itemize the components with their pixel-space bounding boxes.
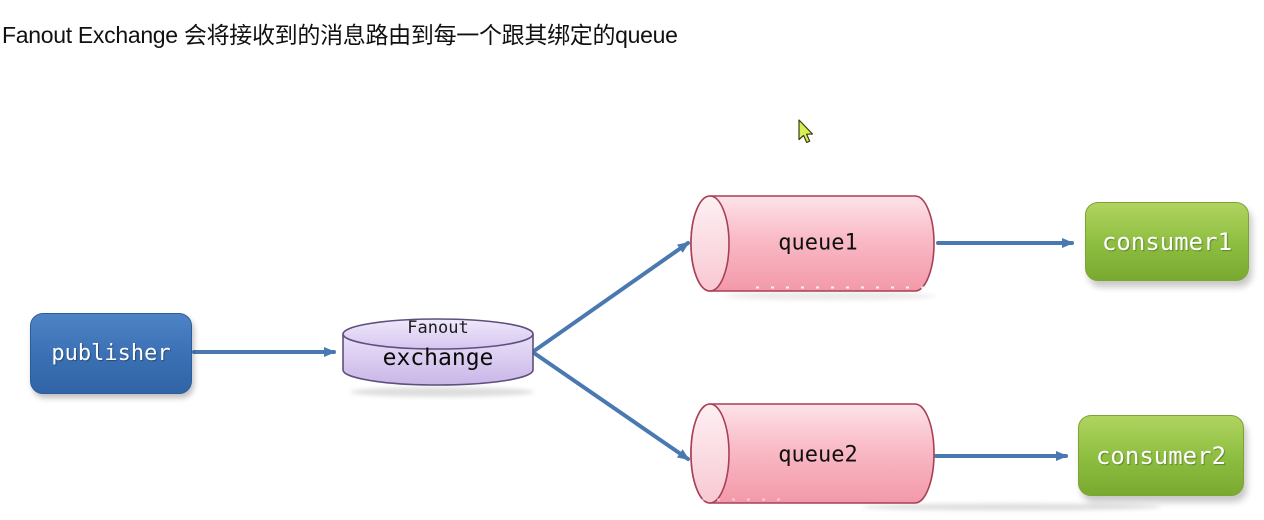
queue2-cylinder: [690, 403, 935, 504]
diagram-title: Fanout Exchange 会将接收到的消息路由到每一个跟其绑定的queue: [2, 22, 678, 48]
arrow-exchange-to-queue2: [532, 351, 690, 461]
publisher-label: publisher: [51, 341, 171, 366]
consumer1-label: consumer1: [1101, 227, 1233, 256]
exchange-type-label: Fanout: [407, 318, 469, 338]
mouse-cursor-icon: [798, 119, 814, 144]
diagram-arrows: [192, 238, 1074, 461]
consumer2-label: consumer2: [1095, 441, 1227, 470]
consumer1-node: consumer1: [1085, 202, 1249, 281]
queue1-label: queue1: [778, 230, 858, 256]
queue1-cylinder: [690, 195, 935, 292]
arrow-exchange-to-queue1: [532, 241, 690, 353]
queue2-label: queue2: [778, 442, 858, 468]
consumer2-node: consumer2: [1078, 415, 1244, 496]
exchange-label: exchange: [382, 345, 494, 371]
publisher-node: publisher: [30, 313, 192, 394]
exchange-cylinder: [342, 318, 534, 386]
shape-shadows: [350, 292, 1162, 511]
